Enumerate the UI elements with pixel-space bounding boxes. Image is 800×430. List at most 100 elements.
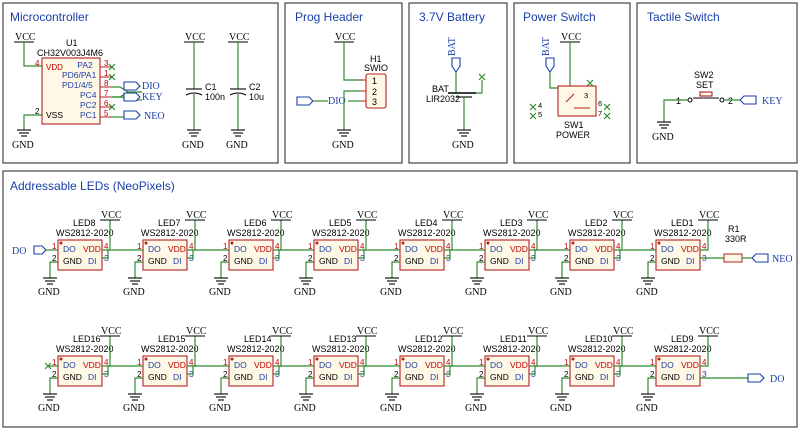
led-pin-di: DI [686, 372, 695, 382]
led-pin-num: 4 [104, 358, 109, 367]
resistor-r1 [723, 253, 743, 263]
vcc-label-led: VCC [699, 326, 720, 337]
c1-ref: C1 [205, 82, 217, 92]
c2-value: 10u [249, 92, 264, 102]
led-ref: LED3 [500, 218, 523, 228]
led-pin-num: 4 [446, 242, 451, 251]
led-body [399, 239, 445, 271]
led-body [399, 355, 445, 387]
led-pin-num: 2 [394, 370, 399, 379]
svg-text:6: 6 [598, 99, 602, 108]
led-part: WS2812-2020 [312, 228, 370, 238]
gnd-label-led: GND [465, 287, 487, 298]
led-pin-num: 2 [479, 254, 484, 263]
led-pin-do: DO [63, 360, 76, 370]
svg-text:4: 4 [538, 101, 542, 110]
prog-header-title: Prog Header [295, 10, 363, 24]
pin1-dot-icon [144, 357, 148, 361]
svg-text:2: 2 [35, 107, 40, 116]
led-pin-gnd: GND [490, 256, 509, 266]
led-pin-num: 4 [702, 358, 707, 367]
gnd-label-led: GND [209, 403, 231, 414]
svg-text:3: 3 [104, 59, 109, 68]
gnd-label-led: GND [294, 287, 316, 298]
led-pin-vdd: VDD [339, 360, 357, 370]
tactile-switch-section: SW2 SET 1 2 GND KEY [652, 70, 783, 143]
led-pin-num: 1 [564, 242, 569, 251]
led-ref: LED15 [158, 334, 186, 344]
resistor-value: 330R [725, 234, 747, 244]
led-ref: LED8 [73, 218, 96, 228]
led-pin-do: DO [575, 244, 588, 254]
led-pin-vdd: VDD [425, 360, 443, 370]
led-body [57, 355, 103, 387]
switch-body [557, 85, 597, 117]
led-pin-do: DO [661, 244, 674, 254]
led-ref: LED11 [500, 334, 527, 344]
bat-net-label-switch: BAT [541, 37, 552, 56]
led-body [484, 239, 530, 271]
pin1-dot-icon [59, 241, 63, 245]
led-pin-num: 4 [446, 358, 451, 367]
led-pin-do: DO [319, 360, 332, 370]
gnd-label-tactile: GND [652, 132, 674, 143]
led-pin-num: 1 [564, 358, 569, 367]
led-pin-do: DO [234, 244, 247, 254]
led-part: WS2812-2020 [568, 344, 626, 354]
vcc-label-led: VCC [613, 210, 634, 221]
led-pin-num: 1 [650, 242, 655, 251]
led-pin-num: 2 [564, 254, 569, 263]
led-pin-gnd: GND [661, 256, 680, 266]
led-pin-di: DI [259, 256, 268, 266]
led-part: WS2812-2020 [141, 228, 199, 238]
led-body [655, 355, 701, 387]
led-pin-num: 2 [564, 370, 569, 379]
svg-text:PC2: PC2 [80, 100, 97, 110]
led-pin-num: 4 [616, 242, 621, 251]
led-pin-vdd: VDD [595, 244, 613, 254]
led-part: WS2812-2020 [398, 228, 456, 238]
led-pin-gnd: GND [148, 256, 167, 266]
led-pin-num: 4 [189, 358, 194, 367]
vcc-label-led: VCC [443, 326, 464, 337]
led-pin-num: 1 [650, 358, 655, 367]
led-ref: LED5 [329, 218, 352, 228]
svg-text:2: 2 [728, 96, 733, 106]
no-connect-icon [586, 79, 594, 87]
led-pin-num: 1 [137, 358, 142, 367]
switch-part: POWER [556, 130, 591, 140]
pin1-dot-icon [401, 357, 405, 361]
led-pin-gnd: GND [63, 372, 82, 382]
led-pin-di: DI [430, 256, 439, 266]
led-pin-gnd: GND [234, 372, 253, 382]
led-body [142, 355, 188, 387]
tactile-button-icon [699, 91, 713, 97]
led-body [142, 239, 188, 271]
svg-text:PD1/4/5: PD1/4/5 [62, 80, 93, 90]
gnd-label-led: GND [380, 403, 402, 414]
led-pin-gnd: GND [148, 372, 167, 382]
led-pin-vdd: VDD [681, 360, 699, 370]
svg-text:3: 3 [584, 91, 588, 100]
led-pin-vdd: VDD [339, 244, 357, 254]
power-switch-section: BAT VCC 4 5 6 7 3 SW1 POWER [529, 32, 611, 140]
vcc-label-mcu: VCC [15, 32, 36, 43]
gnd-label-mcu: GND [12, 140, 34, 151]
battery-title: 3.7V Battery [419, 10, 485, 24]
prog-header-panel [284, 2, 403, 164]
vcc-label-led: VCC [699, 210, 720, 221]
led-pin-do: DO [490, 360, 503, 370]
led-part: WS2812-2020 [483, 228, 541, 238]
led-pin-num: 1 [394, 242, 399, 251]
vcc-label-led: VCC [101, 210, 122, 221]
pin1-dot-icon [571, 241, 575, 245]
gnd-label-led: GND [636, 287, 658, 298]
bat-flag-icon [451, 57, 461, 73]
led-pin-gnd: GND [319, 256, 338, 266]
led-pin-do: DO [63, 244, 76, 254]
led-pin-num: 2 [223, 370, 228, 379]
no-connect-icon [108, 73, 116, 81]
pin1-dot-icon [315, 357, 319, 361]
led-part: WS2812-2020 [568, 228, 626, 238]
